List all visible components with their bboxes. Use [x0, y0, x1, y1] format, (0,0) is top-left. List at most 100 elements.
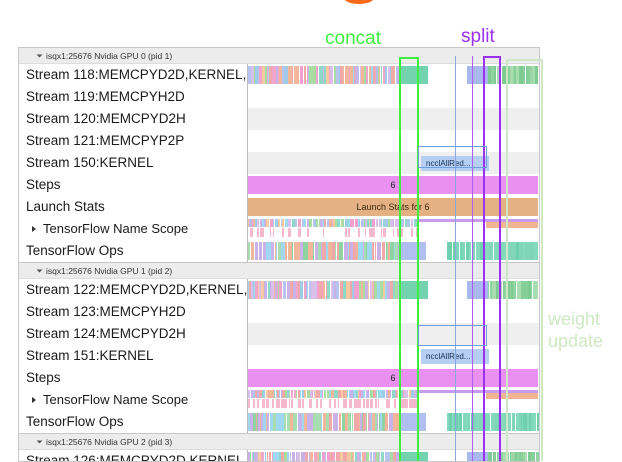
launch-stats-bar[interactable]: Launch Stats for 6: [248, 198, 538, 216]
trace-slice: [365, 281, 368, 299]
name-scope-slice: [370, 390, 373, 398]
track-lane[interactable]: [247, 64, 539, 86]
track-lane[interactable]: Launch Stats for 6: [247, 196, 539, 218]
track-lane[interactable]: [247, 389, 539, 411]
track-lane[interactable]: [247, 279, 539, 301]
track-row[interactable]: Stream 119:MEMCPYH2D: [19, 86, 539, 108]
track-lane[interactable]: [247, 450, 539, 461]
trace-slice: [397, 66, 400, 84]
trace-slice: [361, 281, 363, 299]
track-lane[interactable]: 6: [247, 367, 539, 389]
name-scope-slice: [397, 390, 398, 398]
name-scope-subslice: [320, 399, 322, 408]
chevron-down-icon[interactable]: [36, 269, 43, 272]
trace-slice: [338, 281, 339, 299]
trace-slice: [451, 242, 452, 260]
track-row[interactable]: TensorFlow Name Scope: [19, 389, 539, 411]
name-scope-slice: [411, 390, 414, 398]
track-row[interactable]: Stream 121:MEMCPYP2P: [19, 130, 539, 152]
track-row-label: Steps: [19, 174, 247, 196]
name-scope-subslice: [366, 399, 369, 408]
chevron-down-icon[interactable]: [36, 54, 43, 57]
trace-slice: [322, 452, 325, 461]
group-header[interactable]: isqx1:25676 Nvidia GPU 0 (pid 1): [19, 47, 539, 64]
track-lane[interactable]: [247, 411, 539, 433]
trace-slice: [281, 413, 284, 431]
trace-slice: [516, 66, 519, 84]
name-scope-slice: [304, 390, 305, 398]
track-lane[interactable]: [247, 301, 539, 323]
track-row[interactable]: Stream 122:MEMCPYD2D,KERNEL,MI: [19, 279, 539, 301]
group-header[interactable]: isqx1:25676 Nvidia GPU 2 (pid 3): [19, 433, 539, 450]
trace-slice: [260, 413, 261, 431]
name-scope-slice: [315, 219, 316, 227]
trace-slice: [293, 281, 296, 299]
concat-slice: [400, 452, 428, 461]
track-lane[interactable]: [247, 240, 539, 262]
name-scope-subslice: [289, 399, 290, 408]
name-scope-subslice: [416, 228, 417, 237]
track-lane[interactable]: [247, 108, 539, 130]
track-row[interactable]: Stream 120:MEMCPYD2H: [19, 108, 539, 130]
name-scope-subslice: [404, 399, 405, 408]
name-scope-slice: [350, 219, 353, 227]
nccl-allreduce-bar[interactable]: ncclAllRed...: [421, 349, 489, 364]
name-scope-subslice: [298, 228, 301, 237]
trace-slice: [523, 413, 527, 431]
trace-slice: [322, 242, 324, 260]
track-lane[interactable]: [247, 218, 539, 240]
nccl-allreduce-bar[interactable]: ncclAllRed...: [421, 156, 489, 171]
trace-viewer-panel[interactable]: isqx1:25676 Nvidia GPU 0 (pid 1)Stream 1…: [18, 47, 540, 462]
trace-slice: [398, 281, 399, 299]
name-scope-slice: [358, 219, 359, 227]
name-scope-slice: [355, 219, 358, 227]
trace-slice: [466, 242, 469, 260]
track-row-label: TensorFlow Name Scope: [19, 218, 247, 240]
track-row[interactable]: Stream 118:MEMCPYD2D,KERNEL,ME: [19, 64, 539, 86]
group-header[interactable]: isqx1:25676 Nvidia GPU 1 (pid 2): [19, 262, 539, 279]
name-scope-subslice: [394, 399, 395, 408]
name-scope-slice: [248, 390, 250, 398]
track-row-label: Stream 122:MEMCPYD2D,KERNEL,MI: [19, 279, 247, 301]
track-row[interactable]: TensorFlow Ops: [19, 240, 539, 262]
chevron-right-icon[interactable]: [32, 397, 36, 403]
track-row[interactable]: TensorFlow Name Scope: [19, 218, 539, 240]
name-scope-subslice: [307, 228, 309, 237]
track-row[interactable]: Stream 123:MEMCPYH2D: [19, 301, 539, 323]
trace-slice: [447, 242, 448, 260]
trace-slice: [533, 413, 536, 431]
trace-slice: [296, 66, 299, 84]
chevron-down-icon[interactable]: [36, 440, 43, 443]
step-bar[interactable]: 6: [248, 176, 538, 194]
trace-slice: [324, 281, 325, 299]
trace-slice: [336, 66, 339, 84]
track-row[interactable]: Stream 124:MEMCPYD2H: [19, 323, 539, 345]
name-scope-slice: [386, 390, 388, 398]
step-bar[interactable]: 6: [248, 369, 538, 387]
trace-slice: [370, 452, 372, 461]
chevron-right-icon[interactable]: [32, 226, 36, 232]
name-scope-subslice: [376, 399, 377, 408]
track-lane[interactable]: ncclAllRed...: [247, 345, 539, 367]
trace-slice: [254, 452, 258, 461]
track-lane[interactable]: [247, 130, 539, 152]
trace-slice: [476, 413, 479, 431]
trace-slice: [505, 413, 506, 431]
name-scope-subslice: [388, 399, 390, 408]
track-row[interactable]: TensorFlow Ops: [19, 411, 539, 433]
track-lane[interactable]: [247, 86, 539, 108]
track-lane[interactable]: 6: [247, 174, 539, 196]
track-row[interactable]: Stream 126:MEMCPYD2D,KERNEL,MI: [19, 450, 539, 461]
trace-slice: [326, 66, 329, 84]
annotation-concat: concat: [325, 28, 381, 49]
trace-slice: [253, 66, 254, 84]
trace-slice: [461, 242, 462, 260]
track-lane[interactable]: ncclAllRed...: [247, 152, 539, 174]
trace-slice: [258, 452, 261, 461]
track-lane[interactable]: [247, 323, 539, 345]
